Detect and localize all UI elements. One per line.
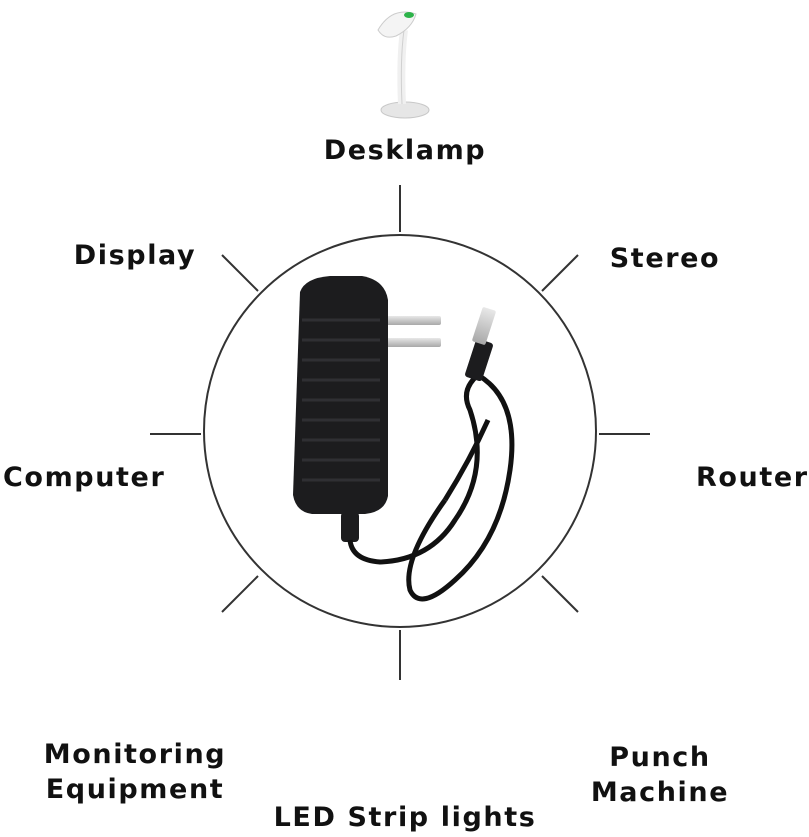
label-monitoring-line2: Equipment xyxy=(45,774,225,805)
label-punch-line2: Machine xyxy=(590,777,730,808)
desk-lamp-icon xyxy=(377,11,430,119)
spoke-monitoring xyxy=(221,575,259,613)
power-adapter-icon xyxy=(293,276,515,602)
spoke-display xyxy=(221,254,259,292)
label-stereo: Stereo xyxy=(609,243,721,274)
label-computer: Computer xyxy=(3,462,166,493)
spoke-stereo xyxy=(541,254,579,292)
label-led-strip: LED Strip lights xyxy=(273,802,537,833)
label-router: Router xyxy=(696,462,809,493)
label-display: Display xyxy=(73,240,197,271)
label-desklamp: Desklamp xyxy=(323,135,487,166)
label-punch-line1: Punch xyxy=(609,742,711,773)
label-monitoring-line1: Monitoring xyxy=(43,739,227,770)
spoke-punch xyxy=(541,575,579,613)
center-circle xyxy=(203,234,597,628)
